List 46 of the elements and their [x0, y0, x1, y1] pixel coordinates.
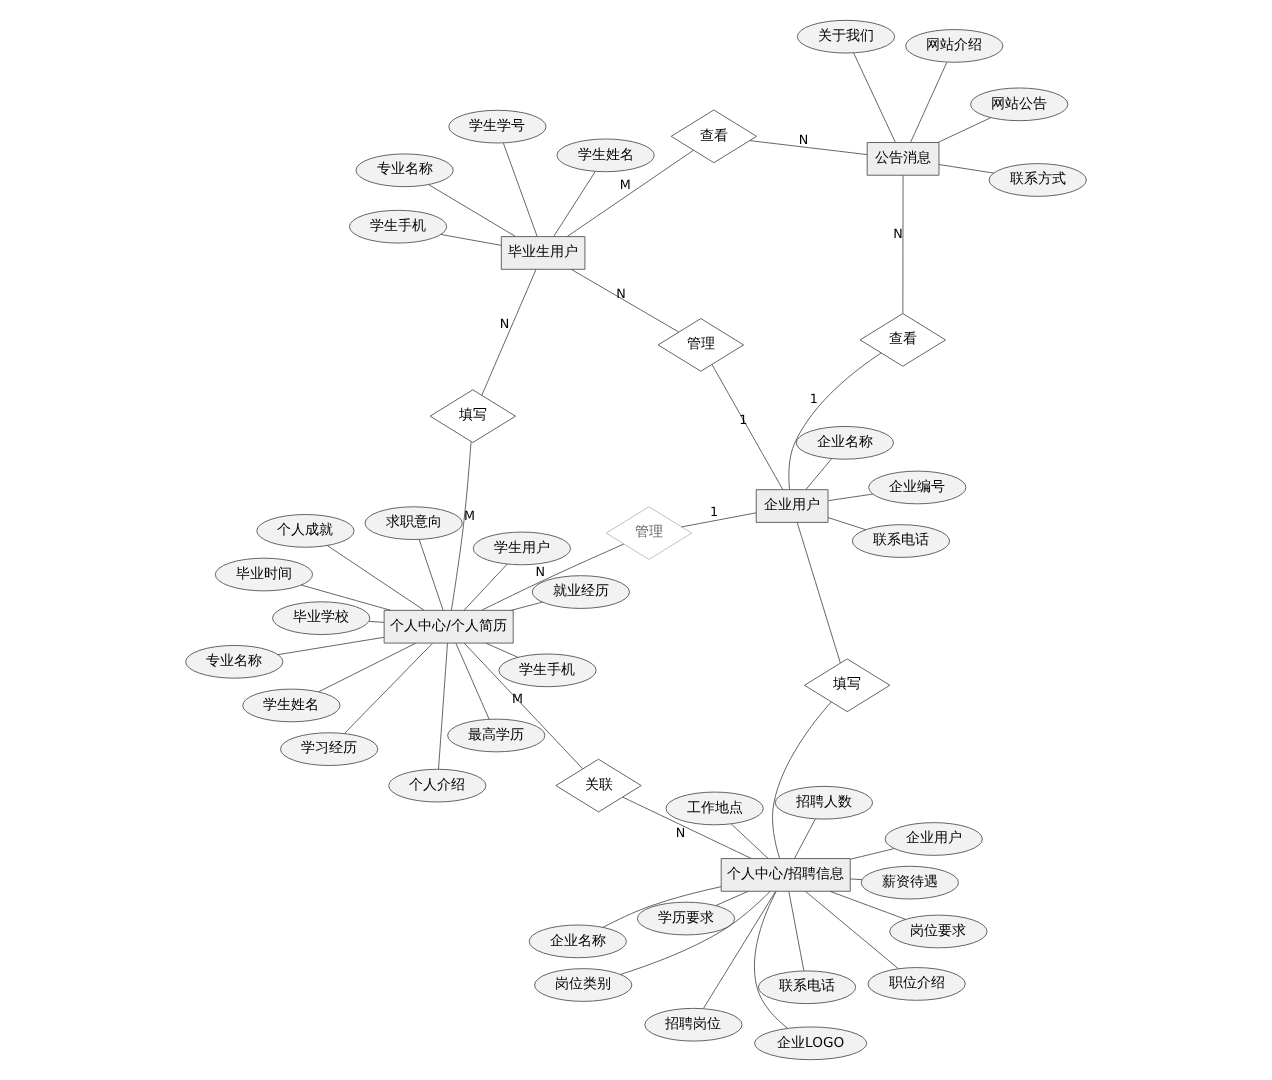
connector [730, 823, 769, 859]
connector [368, 620, 385, 623]
connector [827, 517, 867, 531]
connector [450, 441, 472, 611]
connector [463, 563, 508, 611]
connector [602, 886, 722, 928]
connector [827, 493, 874, 502]
connector [485, 642, 519, 658]
connector [702, 891, 776, 1009]
connector [853, 52, 896, 143]
connector [502, 142, 538, 237]
connector [277, 636, 385, 656]
connector [300, 584, 392, 611]
connector [510, 601, 543, 611]
connector [619, 890, 771, 975]
connector [622, 796, 752, 859]
connector [553, 171, 596, 237]
connector [418, 539, 444, 611]
connector [902, 174, 904, 314]
connector [749, 140, 868, 156]
connector [805, 458, 833, 490]
connector [455, 642, 490, 720]
connector [481, 269, 537, 396]
connector [850, 848, 895, 860]
connector [566, 149, 694, 237]
connector [326, 545, 425, 611]
connector [438, 642, 448, 770]
connector [937, 117, 992, 143]
connector [910, 61, 948, 143]
connector [570, 269, 680, 333]
connector [440, 234, 502, 246]
connector [318, 642, 417, 693]
connector [849, 878, 863, 881]
connector [772, 701, 832, 859]
connector [788, 352, 882, 490]
connector [938, 164, 995, 174]
connector [715, 890, 749, 906]
connector [463, 642, 584, 770]
connector [793, 818, 816, 859]
connector [796, 522, 841, 664]
connector [481, 543, 625, 611]
connector [681, 512, 757, 528]
connector [711, 364, 784, 490]
connector [428, 184, 516, 237]
connector [829, 890, 906, 920]
connector [788, 891, 805, 972]
